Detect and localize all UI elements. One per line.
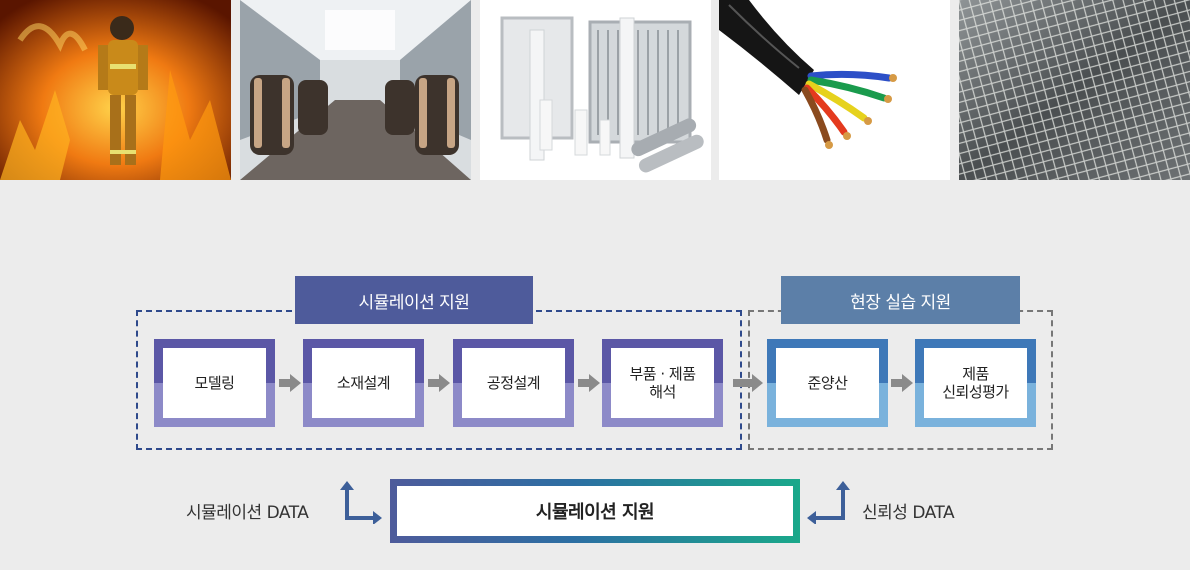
field-practice-label: 현장 실습 지원 [781, 276, 1020, 324]
step-label: 소재설계 [312, 348, 415, 418]
firefighter-photo [0, 0, 231, 180]
step-pilot-production: 준양산 [767, 339, 888, 427]
step-label: 부품 · 제품 해석 [611, 348, 714, 418]
simulation-data-label: 시뮬레이션 DATA [186, 503, 309, 523]
cable-photo [719, 0, 950, 180]
bent-arrow-icon [807, 481, 850, 524]
mesh-fabric-photo [959, 0, 1190, 180]
arrow-right-icon [891, 374, 913, 392]
filters-photo [480, 0, 711, 180]
step-reliability-evaluation: 제품 신뢰성평가 [915, 339, 1036, 427]
step-label: 제품 신뢰성평가 [924, 348, 1027, 418]
arrow-right-icon [733, 374, 763, 392]
step-component-analysis: 부품 · 제품 해석 [602, 339, 723, 427]
bent-arrow-icon [340, 481, 382, 524]
step-process-design: 공정설계 [453, 339, 574, 427]
step-material-design: 소재설계 [303, 339, 424, 427]
arrow-right-icon [279, 374, 301, 392]
arrow-right-icon [578, 374, 600, 392]
simulation-support-box-label: 시뮬레이션 지원 [397, 486, 793, 536]
bus-interior-photo [240, 0, 471, 180]
step-label: 모델링 [163, 348, 266, 418]
arrow-right-icon [428, 374, 450, 392]
simulation-support-box: 시뮬레이션 지원 [390, 479, 800, 543]
simulation-support-label: 시뮬레이션 지원 [295, 276, 533, 324]
step-label: 준양산 [776, 348, 879, 418]
step-label: 공정설계 [462, 348, 565, 418]
reliability-data-label: 신뢰성 DATA [862, 503, 955, 523]
step-modeling: 모델링 [154, 339, 275, 427]
